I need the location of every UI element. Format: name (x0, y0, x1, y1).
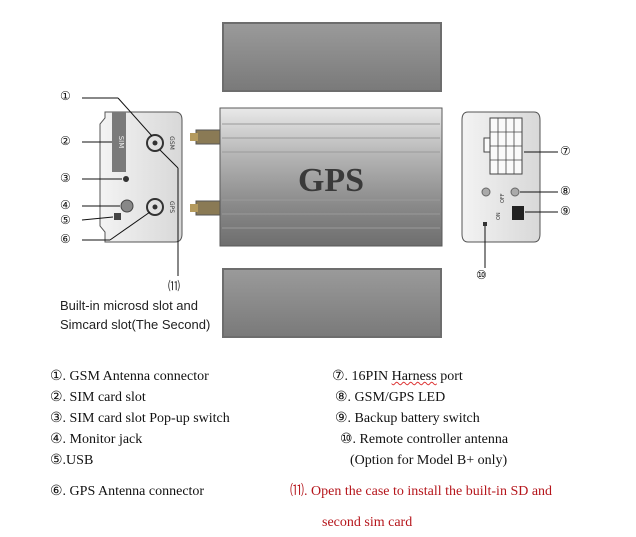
legend-item-2: ②. SIM card slot (50, 390, 146, 405)
callout-10: ⑩ (476, 268, 487, 282)
harness-port-16pin (483, 117, 523, 175)
sim-slot (112, 112, 126, 172)
legend-item-7: ⑦. 16PIN Harness port (332, 369, 463, 384)
gsm-gps-led (510, 187, 520, 197)
callout-6: ⑥ (60, 232, 71, 246)
gsm-connector (146, 134, 164, 152)
legend-item-10-note: (Option for Model B+ only) (350, 453, 508, 468)
legend-item-10: ⑩. Remote controller antenna (340, 432, 509, 447)
gps-body-label: GPS (298, 162, 364, 199)
svg-text:SIM: SIM (117, 136, 125, 149)
callout-9: ⑨ (560, 204, 571, 218)
monitor-jack (120, 199, 134, 213)
device-illustration: GPS SIM GSM GPS (81, 22, 558, 338)
device-diagram: GPS SIM GSM GPS (60, 22, 571, 338)
caption-line-2: Simcard slot(The Second) (60, 317, 211, 332)
svg-text:OFF: OFF (500, 193, 506, 203)
sd-slot-caption: Built-in microsd slot and Simcard slot(T… (60, 296, 210, 334)
callout-4: ④ (60, 198, 71, 212)
callout-5: ⑤ (60, 213, 71, 227)
leader-lines (81, 97, 558, 276)
legend-item-6: ⑥. GPS Antenna connector (50, 484, 205, 499)
led-left (481, 187, 491, 197)
svg-text:ON: ON (496, 212, 502, 220)
remote-antenna-point (483, 222, 487, 226)
svg-text:GSM: GSM (168, 136, 175, 150)
main-body (190, 107, 443, 247)
legend-item-9: ⑨. Backup battery switch (335, 411, 480, 426)
legend-item-11-line2: second sim card (322, 515, 413, 530)
right-end-plate: ON OFF (461, 111, 541, 243)
callout-2: ② (60, 134, 71, 148)
gps-connector (146, 198, 164, 216)
callout-8: ⑧ (560, 184, 571, 198)
backup-battery-switch (512, 206, 524, 220)
callout-7: ⑦ (560, 144, 571, 158)
usb-port (114, 213, 121, 220)
callout-1: ① (60, 89, 71, 103)
callout-11: ⑾ (168, 279, 181, 293)
caption-line-1: Built-in microsd slot and (60, 298, 198, 313)
legend-item-1: ①. GSM Antenna connector (50, 369, 209, 384)
legend-item-11: ⑾. Open the case to install the built-in… (290, 484, 553, 499)
svg-text:GPS: GPS (168, 201, 175, 213)
top-panel (222, 22, 442, 92)
legend-item-5: ⑤.USB (50, 453, 94, 468)
left-end-plate: SIM GSM GPS (99, 111, 183, 243)
legend-item-3: ③. SIM card slot Pop-up switch (50, 411, 230, 426)
legend-item-4: ④. Monitor jack (50, 432, 143, 447)
callout-3: ③ (60, 171, 71, 185)
legend-item-8: ⑧. GSM/GPS LED (335, 390, 446, 405)
popup-switch (123, 176, 129, 182)
bottom-panel (222, 268, 442, 338)
